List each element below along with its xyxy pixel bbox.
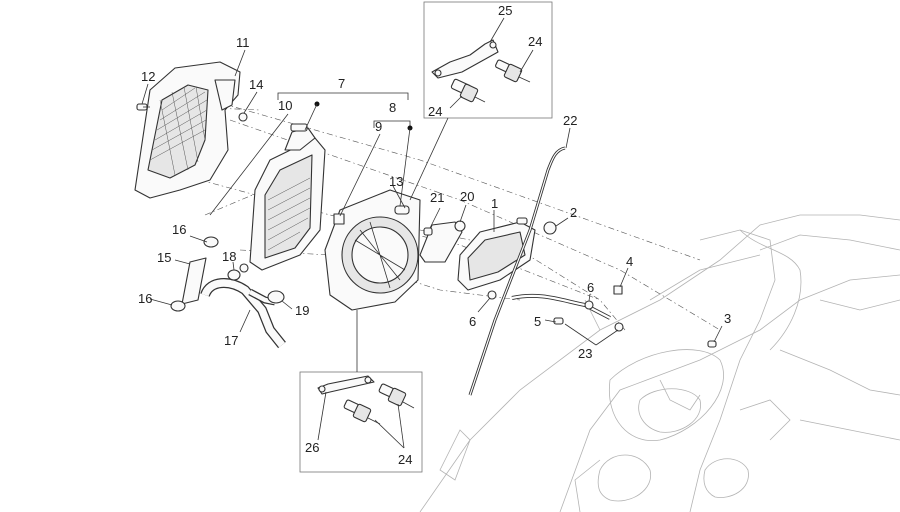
- callout-8: 8: [389, 100, 396, 115]
- leader-lines: [141, 17, 723, 449]
- callout-1: 1: [491, 196, 498, 211]
- part-14-nut: [238, 112, 248, 122]
- callout-12: 12: [141, 69, 155, 84]
- callout-24-top-left: 24: [428, 104, 442, 119]
- callout-10: 10: [278, 98, 292, 113]
- callout-18: 18: [222, 249, 236, 264]
- part-22-hose: [468, 146, 566, 396]
- callout-2: 2: [570, 205, 577, 220]
- part-9-fan-shroud: [324, 189, 421, 311]
- callout-24-top-right: 24: [528, 34, 542, 49]
- callout-17: 17: [224, 333, 238, 348]
- callout-24-bottom: 24: [398, 452, 412, 467]
- callout-16-bottom: 16: [138, 291, 152, 306]
- callout-11: 11: [236, 35, 250, 50]
- callout-22: 22: [563, 113, 577, 128]
- part-18-clamp: [227, 269, 241, 281]
- callout-25: 25: [498, 3, 512, 18]
- callout-3: 3: [724, 311, 731, 326]
- callout-13: 13: [389, 174, 403, 189]
- part-24-mount-bottom-left: [343, 399, 381, 425]
- part-4-clip: [613, 285, 623, 295]
- callout-6-left: 6: [469, 314, 476, 329]
- detail-box-top: [423, 1, 553, 119]
- callout-20: 20: [460, 189, 474, 204]
- callout-19: 19: [295, 303, 309, 318]
- callout-5: 5: [534, 314, 541, 329]
- part-16-clamp-top: [203, 236, 219, 248]
- callout-4: 4: [626, 254, 633, 269]
- callout-26: 26: [305, 440, 319, 455]
- part-6-hose: [511, 293, 624, 332]
- scooter-frame-outline: [419, 214, 900, 512]
- callout-16-top: 16: [172, 222, 186, 237]
- part-15-hose: [181, 257, 207, 305]
- callout-6-right: 6: [587, 280, 594, 295]
- callout-numbers: 1 2 3 4 5 6 6 7 8 9 10 11 12 13 14 15 16…: [138, 3, 731, 467]
- part-24-mount-top-right: [495, 59, 531, 83]
- part-10-radiator: [239, 123, 326, 273]
- part-24-mount-bottom-right: [378, 383, 415, 409]
- part-24-mount-top-left: [450, 78, 486, 103]
- part-20-bracket: [419, 220, 466, 263]
- part-3-screw: [707, 340, 717, 348]
- callout-7: 7: [338, 76, 345, 91]
- callout-9: 9: [375, 119, 382, 134]
- part-1-expansion-tank: [457, 217, 536, 291]
- callout-14: 14: [249, 77, 263, 92]
- callout-21: 21: [430, 190, 444, 205]
- part-6-clamp-a: [487, 290, 497, 300]
- callout-23: 23: [578, 346, 592, 361]
- callout-15: 15: [157, 250, 171, 265]
- detail-box-bottom: [299, 371, 423, 473]
- part-19-clamp: [267, 290, 285, 304]
- part-11-radiator-grille: [134, 61, 241, 199]
- part-16-clamp-bottom: [170, 300, 186, 312]
- part-2-clip: [543, 221, 557, 235]
- part-12-screw: [136, 103, 150, 111]
